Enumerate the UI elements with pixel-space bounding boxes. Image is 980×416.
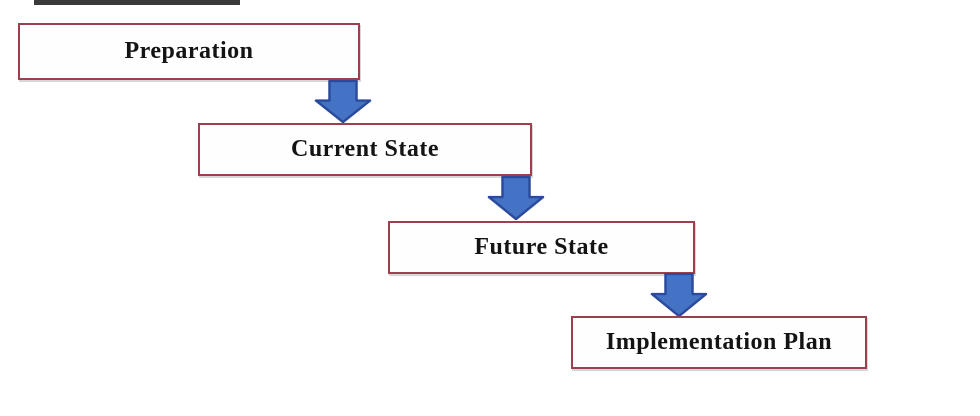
flow-step-preparation-label: Preparation (124, 38, 254, 64)
down-arrow-icon (487, 176, 545, 220)
flow-step-current-state: Current State (198, 123, 532, 176)
down-arrow-icon (650, 273, 708, 317)
flow-step-implementation-plan-label: Implementation Plan (605, 329, 833, 355)
flow-step-future-state-label: Future State (474, 234, 609, 260)
flow-step-current-state-label: Current State (290, 136, 440, 162)
flow-step-preparation: Preparation (18, 23, 360, 80)
down-arrow-icon (314, 80, 372, 123)
flow-step-future-state: Future State (388, 221, 695, 274)
flow-step-implementation-plan: Implementation Plan (571, 316, 867, 369)
cropped-top-edge-bar (34, 0, 240, 5)
